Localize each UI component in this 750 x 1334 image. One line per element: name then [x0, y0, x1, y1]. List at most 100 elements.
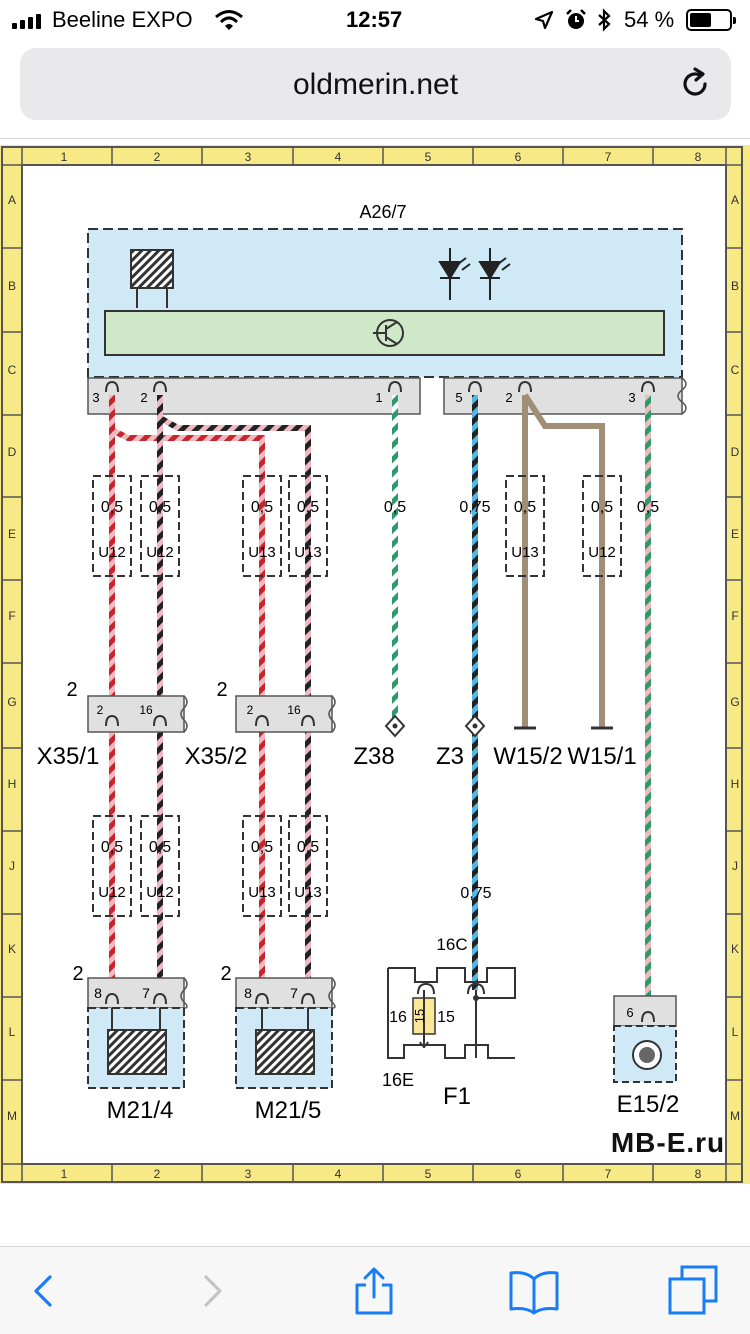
clock: 12:57 — [346, 7, 403, 32]
terminal-dot — [472, 723, 478, 729]
share-icon[interactable] — [348, 1265, 400, 1317]
grid-col-bottom: 7 — [605, 1167, 612, 1181]
grid-row-right: C — [731, 363, 740, 377]
wire-size-label: 0,5 — [297, 499, 319, 516]
pin-label: 2 — [505, 390, 512, 405]
harness-label: U13 — [511, 544, 539, 561]
grid-col-top: 2 — [154, 150, 161, 164]
grid-row-left: C — [8, 363, 17, 377]
pin-label: 1 — [375, 390, 382, 405]
harness-label: U12 — [98, 884, 126, 901]
bluetooth-icon — [598, 8, 611, 32]
pin-label: 5 — [455, 390, 462, 405]
motor-side: 2 — [220, 963, 231, 985]
grid-row-left: L — [9, 1025, 16, 1039]
back-icon[interactable] — [18, 1265, 70, 1317]
connector-pin: 16 — [139, 703, 153, 717]
fuse-bottom-label: 16E — [382, 1070, 414, 1090]
url-text[interactable]: oldmerin.net — [292, 68, 459, 101]
watermark: MB-E.ru — [611, 1127, 725, 1158]
grid-row-left: F — [8, 609, 15, 623]
battery-percent: 54 % — [624, 7, 675, 32]
battery-icon — [686, 9, 736, 31]
ground-label: W15/1 — [567, 743, 636, 770]
fuse-value: 15 — [412, 1009, 427, 1023]
address-bar[interactable]: oldmerin.net — [20, 48, 731, 120]
strip-break — [677, 377, 687, 415]
harness-box — [140, 475, 180, 577]
connector-side: 2 — [66, 679, 77, 701]
wire-size-label: 0,5 — [591, 499, 613, 516]
harness-box — [242, 475, 282, 577]
forward-icon[interactable] — [186, 1265, 238, 1317]
grid-col-top: 7 — [605, 150, 612, 164]
motor-lead — [111, 1008, 161, 1030]
harness-label: U12 — [146, 544, 174, 561]
browser-toolbar — [0, 1246, 750, 1334]
strip-break — [180, 695, 188, 733]
grid-row-right: K — [731, 942, 739, 956]
separator — [0, 138, 750, 139]
lamp-e15-2: 6 E15/2 — [613, 995, 680, 1118]
alarm-icon — [566, 9, 586, 29]
location-icon — [534, 10, 554, 30]
pin-socket — [153, 992, 167, 1005]
grid-row-right: F — [731, 609, 738, 623]
grid-row-left: A — [8, 193, 16, 207]
grid-row-left: G — [7, 695, 16, 709]
grid-row-right: E — [731, 527, 739, 541]
e15-pin: 6 — [626, 1005, 633, 1020]
motor-lead — [261, 1008, 309, 1030]
connector-name: X35/2 — [185, 743, 248, 770]
grid-row-left: K — [8, 942, 16, 956]
harness-label: U13 — [248, 884, 276, 901]
pin-label: 2 — [140, 390, 147, 405]
pin-socket — [105, 992, 119, 1005]
harness-label: U12 — [588, 544, 616, 561]
grid-row-left: M — [7, 1109, 17, 1123]
status-bar: Beeline EXPO 12:57 54 % — [0, 0, 750, 40]
wire-size-label: 0,5 — [251, 499, 273, 516]
wire-size-label: 0,5 — [101, 839, 123, 856]
fuse-top-label: 16C — [436, 935, 467, 954]
connector-strip — [87, 695, 185, 733]
grid-row-right: D — [731, 445, 740, 459]
wire-size-label: 0,5 — [101, 499, 123, 516]
pin-socket — [518, 380, 532, 393]
motor-pin: 8 — [94, 985, 102, 1001]
e15-name: E15/2 — [617, 1091, 680, 1118]
motor-name: M21/5 — [255, 1097, 322, 1124]
reload-icon[interactable] — [677, 66, 713, 102]
harness-box — [242, 815, 282, 917]
grid-col-top: 8 — [695, 150, 702, 164]
motor-pin: 8 — [244, 985, 252, 1001]
grid-row-right: L — [732, 1025, 739, 1039]
connector-pin: 2 — [247, 703, 254, 717]
harness-box — [288, 475, 328, 577]
harness-label: U12 — [146, 884, 174, 901]
ground-label: Z3 — [436, 743, 464, 770]
bookmarks-icon[interactable] — [508, 1265, 560, 1317]
wire-size-label: 0,5 — [297, 839, 319, 856]
harness-box — [505, 475, 545, 577]
grid-col-top: 3 — [245, 150, 252, 164]
tabs-icon[interactable] — [668, 1265, 720, 1317]
strip-break — [328, 695, 336, 733]
grid-row-right: G — [730, 695, 739, 709]
wifi-icon — [215, 10, 243, 30]
wire-size-label: 0,5 — [149, 839, 171, 856]
connector-pin: 2 — [97, 703, 104, 717]
connector-pin: 16 — [287, 703, 301, 717]
led-icon — [438, 248, 511, 300]
terminal-dot — [392, 723, 398, 729]
grid-col-bottom: 6 — [515, 1167, 522, 1181]
pin-socket — [153, 714, 167, 727]
grid-col-bottom: 1 — [61, 1167, 68, 1181]
grid-row-left: H — [8, 777, 17, 791]
grid-row-left: B — [8, 279, 16, 293]
pin-socket — [105, 714, 119, 727]
pin-label: 3 — [92, 390, 99, 405]
grid-col-bottom: 8 — [695, 1167, 702, 1181]
harness-box — [92, 475, 132, 577]
